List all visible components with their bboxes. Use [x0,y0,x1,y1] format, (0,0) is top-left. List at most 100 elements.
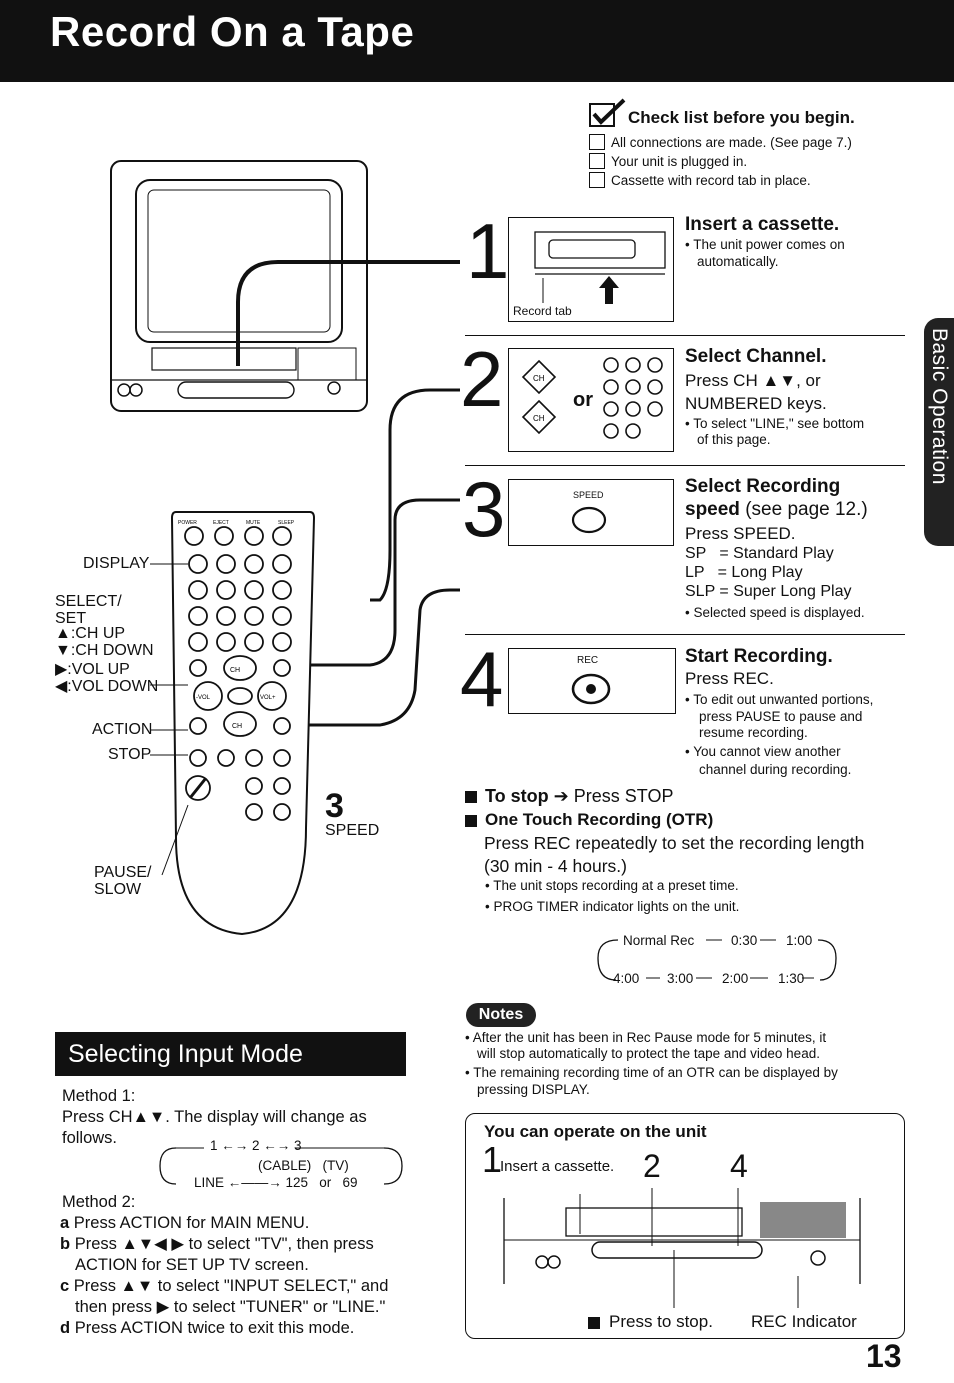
step-text: NUMBERED keys. [685,394,827,413]
section-title: Selecting Input Mode [68,1040,303,1068]
svg-text:POWER: POWER [178,520,197,526]
record-tab-label: Record tab [513,304,572,318]
ch-up-label: ▲:CH UP [55,625,126,642]
or-label: or [573,389,593,411]
ch-numbered-keys-illustration: CH CH or [508,348,674,452]
display-label: DISPLAY [83,555,150,572]
step-note: resume recording. [699,725,808,740]
method-text: follows. [62,1129,118,1147]
step-note: • The unit power comes on [685,237,845,252]
vol-down-label: ◀:VOL DOWN [55,678,159,695]
speed-step-number: 3 [325,787,344,825]
otr-cycle-item: 3:00 [667,971,694,986]
speed-key-label: SPEED [573,490,604,500]
unit-insert-label: Insert a cassette. [500,1158,615,1175]
speed-option: LP = Long Play [685,564,803,581]
input-cycle-bottom: LINE ←——→ 125 or 69 [194,1175,358,1190]
action-label: ACTION [92,721,153,738]
select-label: SELECT/ [55,593,122,610]
unit-operation-panel [465,1113,905,1339]
method-step: d Press ACTION twice to exit this mode. [60,1319,355,1337]
unit-step-number: 2 [643,1148,661,1184]
rec-indicator-label: REC Indicator [751,1312,857,1331]
step-note: • You cannot view another [685,744,841,759]
method-step: c Press ▲▼ to select "INPUT SELECT," and [60,1277,389,1295]
input-cycle-mid: (CABLE) (TV) [258,1158,349,1173]
slow-label: SLOW [94,881,142,898]
input-cycle-diagram [159,1147,403,1185]
step-title: Start Recording. [685,646,833,667]
svg-text:MUTE: MUTE [246,520,261,526]
step-number: 4 [460,635,504,723]
step-text: Press CH ▲▼, or [685,371,821,390]
ch-down-label: ▼:CH DOWN [55,642,154,659]
step-title-speed: speed (see page 12.) [685,499,868,520]
to-stop-line: To stop ➔ Press STOP [485,786,674,806]
note-item: pressing DISPLAY. [477,1082,590,1097]
notes-badge: Notes [466,1003,536,1027]
speed-option: SP = Standard Play [685,545,834,562]
unit-step-number: 4 [730,1148,748,1184]
checkbox-icon [589,134,605,150]
method-label: Method 1: [62,1087,136,1105]
otr-text: Press REC repeatedly to set the recordin… [484,833,865,853]
checklist-item: Cassette with record tab in place. [589,172,811,188]
stop-label: STOP [108,746,152,763]
otr-cycle-item: 4:00 [613,971,640,986]
step-note: automatically. [697,254,779,269]
page-number: 13 [866,1338,902,1374]
step-note: channel during recording. [699,762,852,777]
otr-title: One Touch Recording (OTR) [485,810,714,829]
otr-note: • The unit stops recording at a preset t… [485,878,739,893]
step-text: Press SPEED. [685,524,796,543]
rec-key-label: REC [577,655,599,666]
unit-front-panel-illustration [503,1188,861,1308]
otr-cycle-item: 1:00 [786,933,813,948]
section-tab: Basic Operation [924,318,954,546]
step-note: • Selected speed is displayed. [685,605,865,620]
otr-note: • PROG TIMER indicator lights on the uni… [485,899,740,914]
svg-text:EJECT: EJECT [213,520,229,526]
method-step-cont: ACTION for SET UP TV screen. [75,1256,309,1274]
step-text: Press REC. [685,669,774,688]
method-step: b Press ▲▼◀ ▶ to select "TV", then press [60,1235,374,1253]
header-bar [0,0,954,82]
divider [465,465,905,466]
speed-option: SLP = Super Long Play [685,583,852,600]
step-title: Select Recording [685,476,841,497]
cassette-illustration: Record tab [508,217,674,322]
otr-cycle-item: 0:30 [731,933,758,948]
checkbox-icon [589,172,605,188]
step-note: press PAUSE to pause and [699,709,863,724]
section-title-bar [55,1032,406,1076]
step-note: • To select "LINE," see bottom [685,416,865,431]
svg-text:SLEEP: SLEEP [278,520,295,526]
svg-text:CH: CH [533,414,545,423]
step-number: 2 [460,335,504,423]
step-number: 1 [466,207,510,295]
vol-up-label: ▶:VOL UP [55,661,130,678]
note-item: • After the unit has been in Rec Pause m… [465,1030,827,1045]
otr-cycle-item: Normal Rec [623,933,695,948]
section-tab-label: Basic Operation [928,328,951,485]
rec-button-illustration: REC [508,648,676,714]
page-title: Record On a Tape [50,8,415,55]
method-label: Method 2: [62,1193,136,1211]
connector-lines [236,260,460,727]
step-title: Select Channel. [685,346,827,367]
speed-label: SPEED [325,822,380,839]
step-note: of this page. [697,432,771,447]
divider [465,335,905,336]
otr-cycle-diagram [597,939,837,981]
checkmark-icon [589,98,626,127]
otr-text: (30 min - 4 hours.) [484,856,627,876]
bullet-square-icon [588,1317,600,1329]
set-label: SET [55,610,87,627]
bullet-square-icon [465,791,477,803]
method-step: a Press ACTION for MAIN MENU. [60,1214,310,1232]
step-title: Insert a cassette. [685,214,840,235]
checklist-item: Your unit is plugged in. [589,153,747,169]
checklist-title: Check list before you begin. [628,108,855,127]
checklist-item: All connections are made. (See page 7.) [589,134,852,150]
